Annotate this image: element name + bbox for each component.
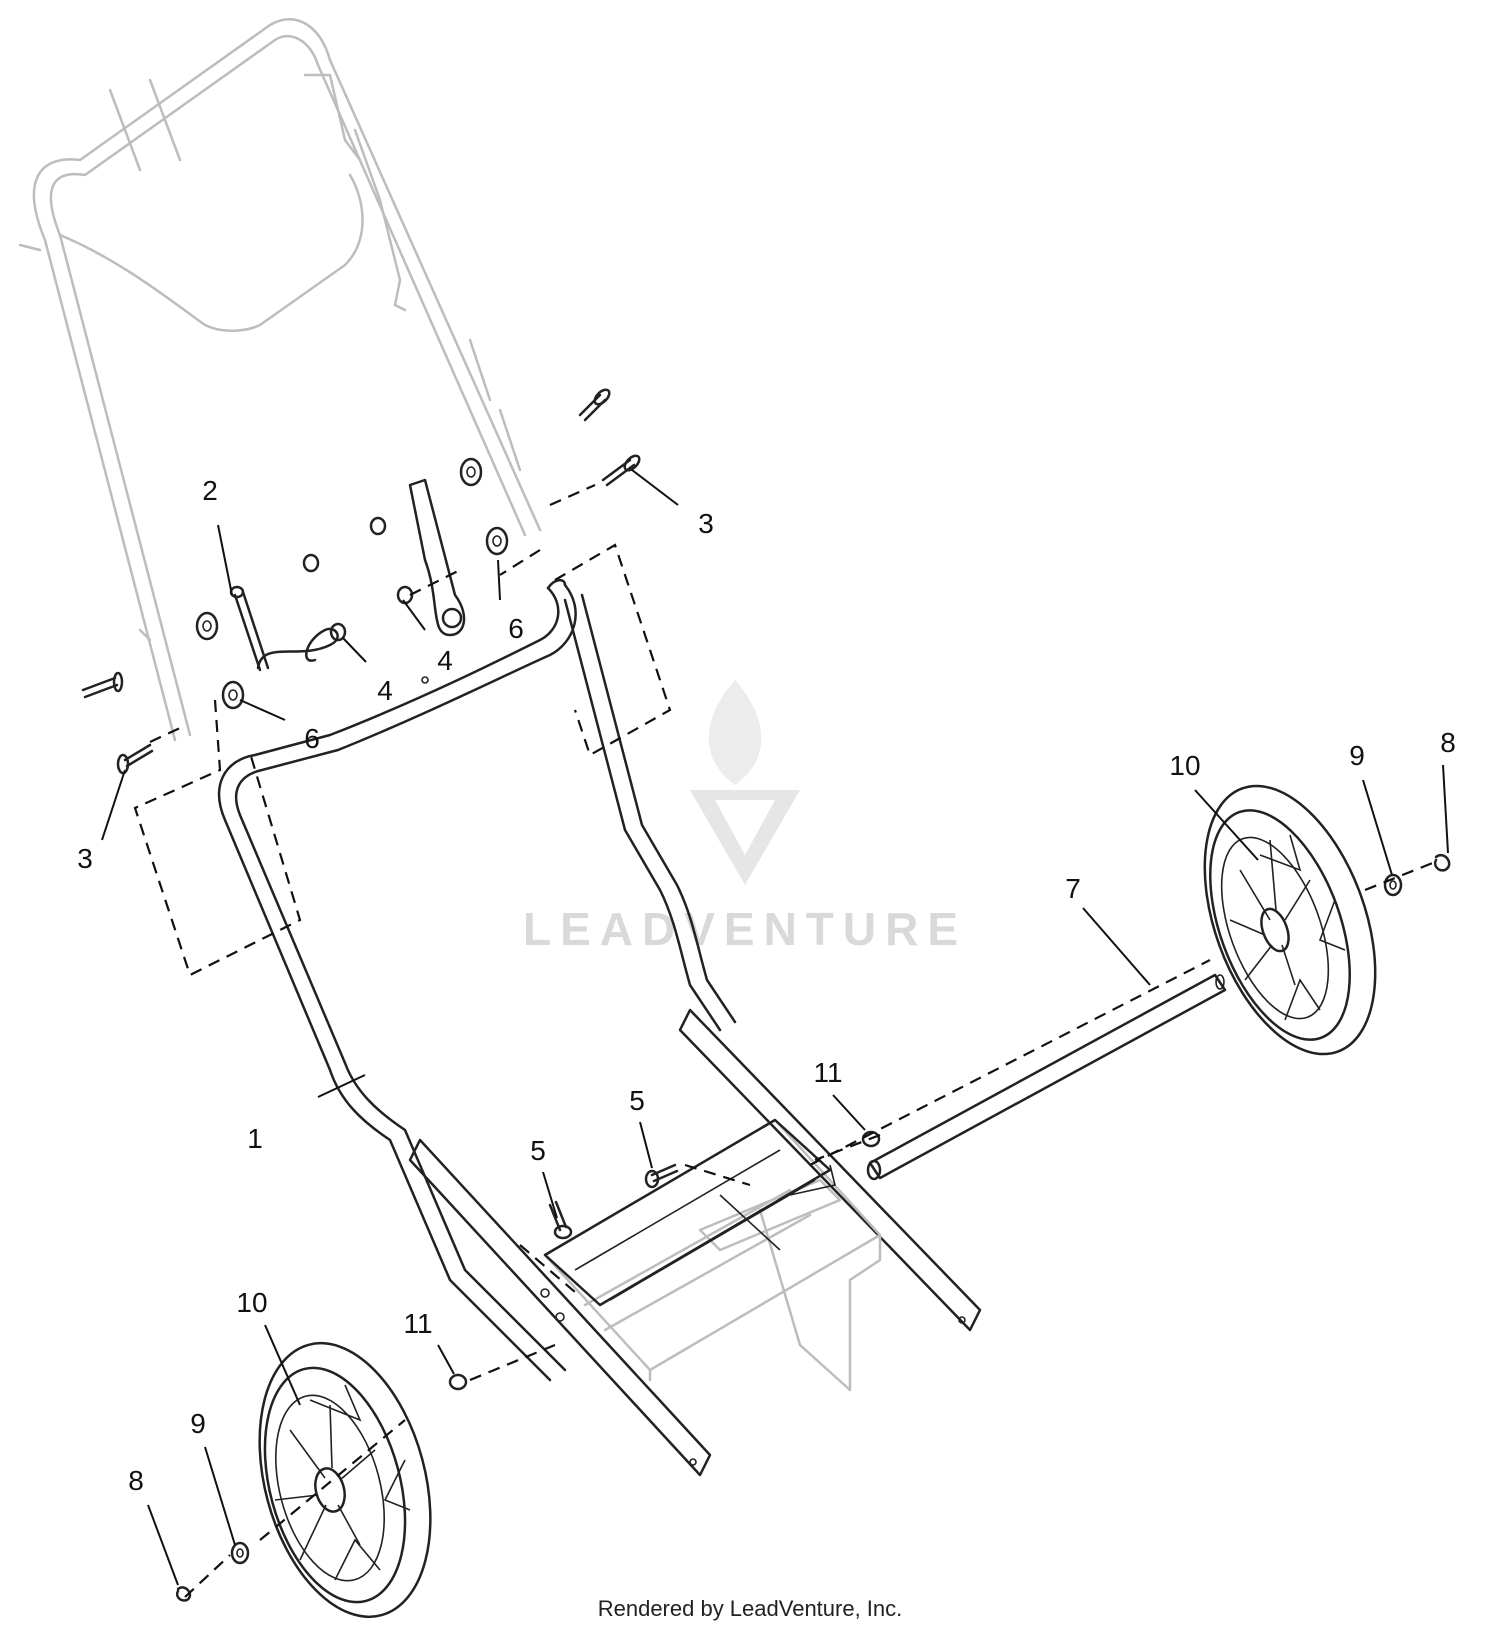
leader-lines — [101, 469, 1449, 1586]
callout-7: 7 — [1065, 873, 1081, 904]
callout-10b: 10 — [236, 1287, 267, 1318]
callout-8a: 8 — [1440, 727, 1456, 758]
callout-6a: 6 — [508, 613, 524, 644]
callout-5b: 5 — [530, 1135, 546, 1166]
callout-6b: 6 — [304, 723, 320, 754]
upper-handle-ghost — [18, 18, 542, 742]
callouts: 1 2 3 3 4 4 5 5 6 6 7 8 8 9 9 10 10 11 1… — [77, 475, 1456, 1496]
callout-5a: 5 — [629, 1085, 645, 1116]
callout-4a: 4 — [437, 645, 453, 676]
callout-3a: 3 — [698, 508, 714, 539]
leadventure-watermark: LEADVENTURE — [523, 680, 967, 955]
watermark-text: LEADVENTURE — [523, 903, 967, 955]
callout-3b: 3 — [77, 843, 93, 874]
axle — [866, 973, 1227, 1181]
v-logo-icon — [690, 790, 800, 885]
alignment-lines — [133, 483, 1436, 1598]
callout-1: 1 — [247, 1123, 263, 1154]
left-wheel — [258, 1341, 432, 1619]
hardware — [81, 388, 1451, 1602]
right-wheel — [1203, 784, 1377, 1056]
callout-9b: 9 — [190, 1408, 206, 1439]
deck-bracket — [543, 1118, 882, 1392]
lower-handle — [217, 578, 982, 1477]
callout-10a: 10 — [1169, 750, 1200, 781]
callout-2: 2 — [202, 475, 218, 506]
flame-logo-icon — [708, 680, 762, 785]
callout-4b: 4 — [377, 675, 393, 706]
callout-11a: 11 — [813, 1057, 842, 1088]
callout-11b: 11 — [403, 1308, 432, 1339]
callout-9a: 9 — [1349, 740, 1365, 771]
footer-credit: Rendered by LeadVenture, Inc. — [597, 1596, 903, 1621]
callout-8b: 8 — [128, 1465, 144, 1496]
